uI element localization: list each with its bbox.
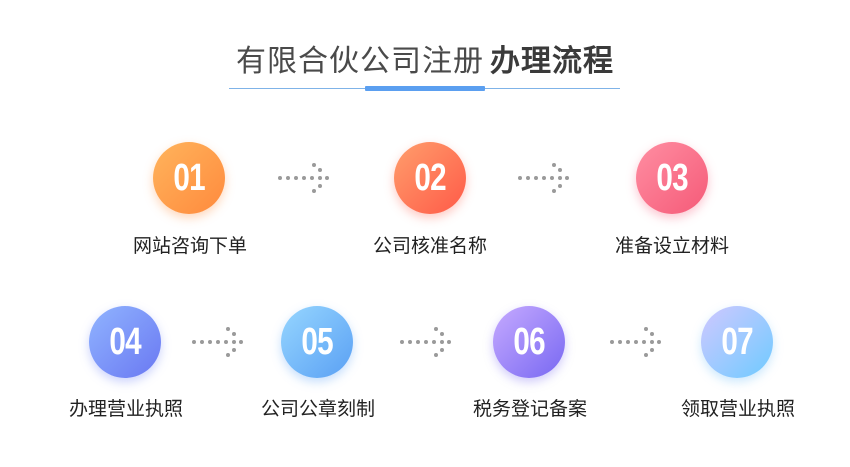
step-badge: 03 [636,142,708,214]
dotted-arrow-icon [278,163,332,193]
step-label: 办理营业执照 [68,398,183,420]
step-label: 网站咨询下单 [132,235,247,257]
page-title: 有限合伙公司注册办理流程 [0,44,850,80]
dotted-arrow-icon [610,327,664,357]
step-label: 领取营业执照 [680,398,795,420]
step-number: 05 [301,321,333,363]
title-accent-bar [365,86,485,91]
step-label: 公司核准名称 [372,235,487,257]
dotted-arrow-icon [518,163,572,193]
step-label: 税务登记备案 [472,398,587,420]
step-label: 公司公章刻制 [260,398,375,420]
step-badge: 07 [701,306,773,378]
title-light: 有限合伙公司注册 [236,44,484,79]
step-number: 07 [721,321,753,363]
step-label: 准备设立材料 [614,235,729,257]
step-number: 01 [173,157,205,199]
step-badge: 01 [153,142,225,214]
step-badge: 06 [493,306,565,378]
step-number: 06 [513,321,545,363]
step-number: 03 [656,157,688,199]
title-bold: 办理流程 [490,44,614,79]
step-badge: 05 [281,306,353,378]
step-badge: 04 [89,306,161,378]
dotted-arrow-icon [192,327,246,357]
step-number: 02 [414,157,446,199]
step-number: 04 [109,321,141,363]
step-badge: 02 [394,142,466,214]
dotted-arrow-icon [400,327,454,357]
